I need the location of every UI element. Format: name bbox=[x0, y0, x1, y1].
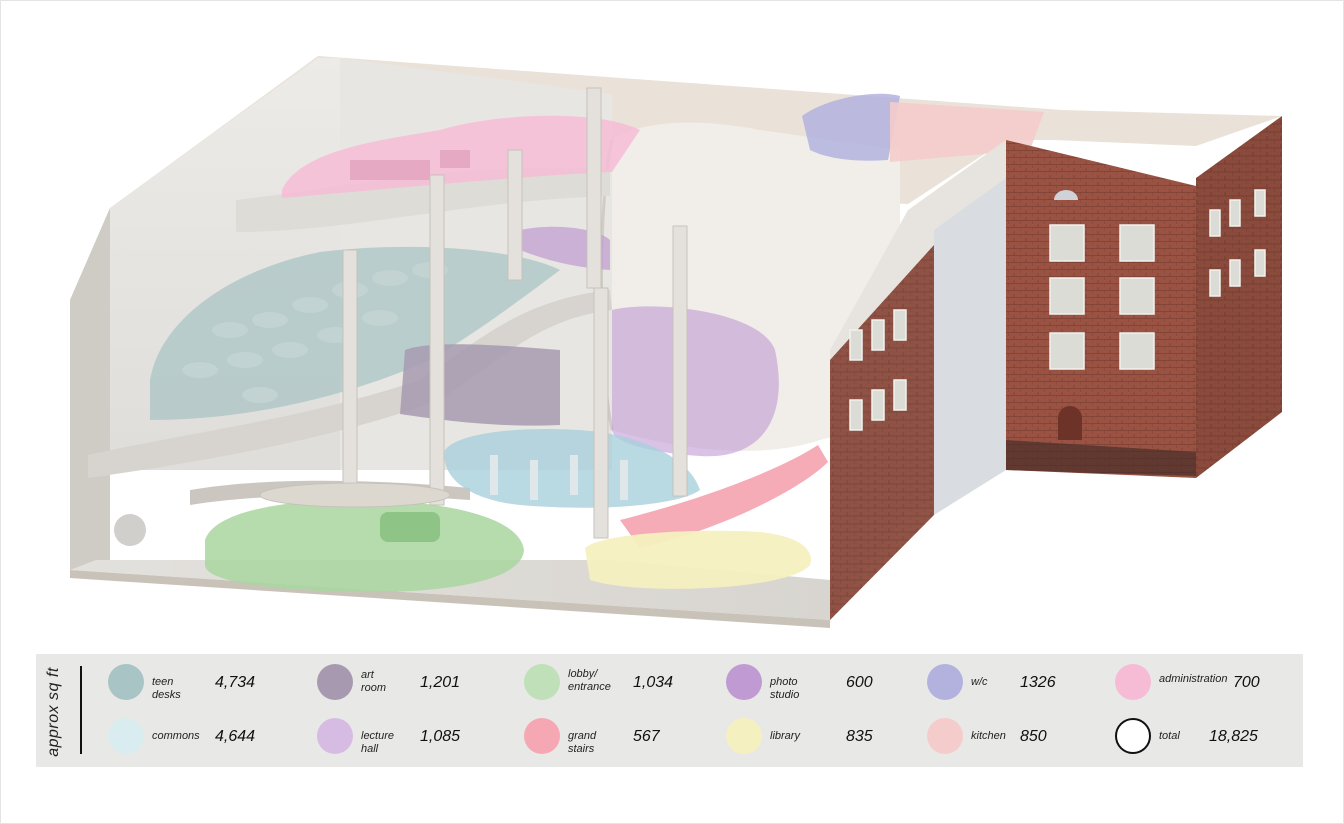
photo-studio-swatch-icon bbox=[726, 664, 762, 700]
building-section-illustration bbox=[70, 56, 1282, 628]
zone-lobby-entrance bbox=[205, 499, 524, 593]
legend-value: 700 bbox=[1233, 674, 1260, 691]
legend-label: total bbox=[1159, 730, 1180, 742]
legend-label: library bbox=[770, 730, 800, 742]
legend-panel bbox=[36, 654, 1303, 767]
legend-value: 567 bbox=[633, 728, 660, 745]
legend-axis-label: approx sq ft bbox=[45, 667, 62, 757]
columns bbox=[342, 87, 688, 539]
legend-label: grand stairs bbox=[568, 730, 597, 755]
legend-value: 4,734 bbox=[215, 674, 256, 691]
legend-label: kitchen bbox=[971, 730, 1006, 742]
kitchen-swatch-icon bbox=[927, 718, 963, 754]
legend-label: lobby/ entrance bbox=[568, 668, 611, 693]
total-outline-circle-icon bbox=[1115, 718, 1151, 754]
legend-value: 1,034 bbox=[633, 674, 674, 691]
legend-label: lecture hall bbox=[361, 730, 395, 755]
legend-label: w/c bbox=[971, 676, 988, 688]
grand-stairs-swatch-icon bbox=[524, 718, 560, 754]
sphere-sculpture bbox=[114, 514, 146, 546]
legend-value: 600 bbox=[846, 674, 873, 691]
legend-label: administration bbox=[1159, 673, 1228, 685]
legend-value: 1326 bbox=[1020, 674, 1056, 691]
legend-label: commons bbox=[152, 730, 200, 742]
legend-label: photo studio bbox=[770, 676, 800, 701]
legend-divider bbox=[80, 666, 82, 754]
zone-commons bbox=[444, 429, 700, 508]
street-facade bbox=[830, 116, 1282, 620]
library-swatch-icon bbox=[726, 718, 762, 754]
lecture-hall-swatch-icon bbox=[317, 718, 353, 754]
lobby-entrance-swatch-icon bbox=[524, 664, 560, 700]
legend-value: 850 bbox=[1020, 728, 1047, 745]
commons-swatch-icon bbox=[108, 718, 144, 754]
zone-library bbox=[585, 530, 811, 589]
legend-value: 4,644 bbox=[215, 728, 256, 745]
zone-photo-studio bbox=[612, 306, 779, 457]
legend-label: art room bbox=[361, 669, 387, 694]
legend-value: 1,085 bbox=[420, 728, 461, 745]
legend-label: teen desks bbox=[152, 676, 181, 701]
legend-value: 18,825 bbox=[1209, 728, 1258, 745]
legend-value: 835 bbox=[846, 728, 873, 745]
administration-swatch-icon bbox=[1115, 664, 1151, 700]
zone-art-room bbox=[400, 344, 560, 426]
zone-wc bbox=[802, 93, 900, 161]
teen-desks-swatch-icon bbox=[108, 664, 144, 700]
legend-value: 1,201 bbox=[420, 674, 461, 691]
art-room-swatch-icon bbox=[317, 664, 353, 700]
wc-swatch-icon bbox=[927, 664, 963, 700]
column-base-disc bbox=[259, 482, 451, 508]
zone-grand-stairs bbox=[620, 445, 828, 548]
zone-administration bbox=[282, 115, 640, 198]
